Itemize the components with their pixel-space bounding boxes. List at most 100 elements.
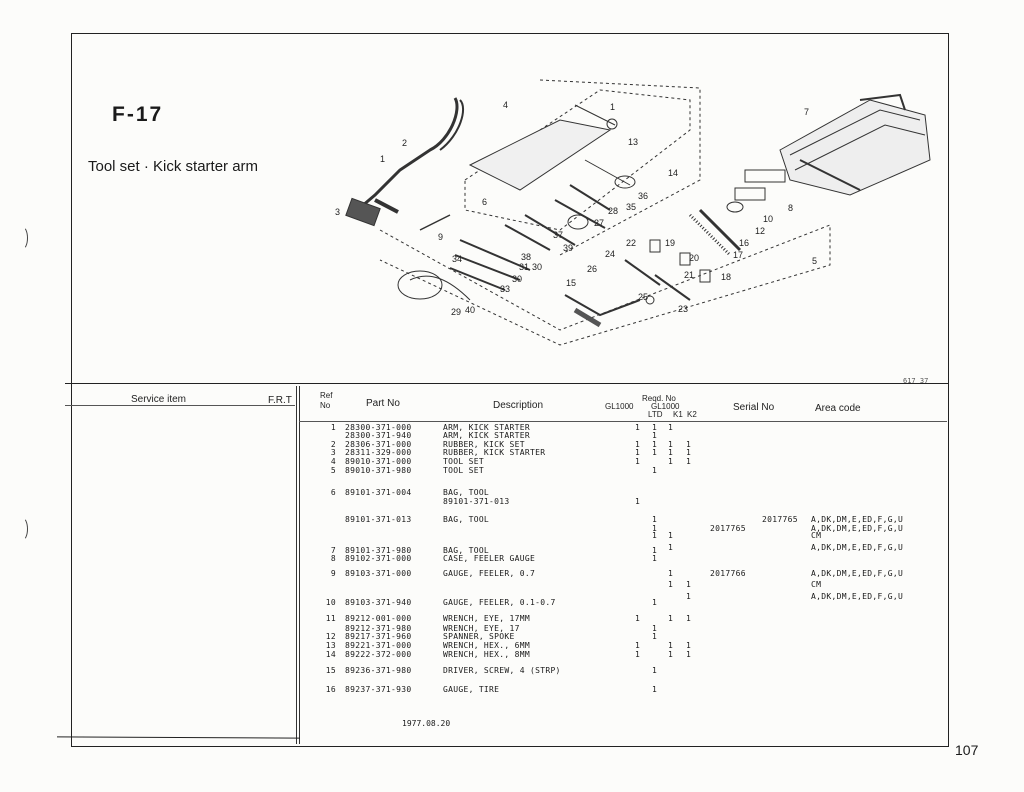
cell-q3: 1 (668, 531, 674, 540)
cell-q2: 1 (652, 524, 658, 533)
cell-part: 89010-371-000 (345, 457, 412, 466)
cell-q3: 1 (668, 650, 674, 659)
cell-ref: 15 (325, 666, 336, 675)
cell-q2: 1 (652, 554, 658, 563)
page-number: 107 (955, 742, 979, 758)
cell-q2: 1 (652, 440, 658, 449)
cell-q1: 1 (635, 457, 641, 466)
cell-q4: 1 (686, 650, 692, 659)
cell-part: 89010-371-980 (345, 466, 412, 475)
header-frt: F.R.T (268, 395, 292, 406)
cell-ref: 10 (325, 598, 336, 607)
cell-q3: 1 (668, 440, 674, 449)
cell-q3: 1 (668, 448, 674, 457)
cell-desc: 89101-371-013 (443, 497, 510, 506)
cell-q4: 1 (686, 457, 692, 466)
cell-q4: 1 (686, 592, 692, 601)
cell-part: 28311-329-000 (345, 448, 412, 457)
cell-q2: 1 (652, 598, 658, 607)
cell-q4: 1 (686, 580, 692, 589)
header-k1: K1 (673, 410, 683, 419)
cell-desc: WRENCH, HEX., 6MM (443, 641, 530, 650)
cell-part: 28300-371-940 (345, 431, 412, 440)
cell-desc: ARM, KICK STARTER (443, 431, 530, 440)
cell-q2: 1 (652, 546, 658, 555)
cell-desc: GAUGE, FEELER, 0.1-0.7 (443, 598, 556, 607)
header-gl1000: GL1000 (605, 402, 634, 411)
cell-ref: 7 (330, 546, 336, 555)
cell-ref: 11 (325, 614, 336, 623)
header-description: Description (493, 400, 544, 411)
cell-q2: 1 (652, 666, 658, 675)
cell-desc: WRENCH, EYE, 17 (443, 624, 520, 633)
table-top-rule (65, 383, 949, 384)
binder-hole (16, 517, 28, 541)
cell-area: CM (811, 531, 822, 540)
header-rule (299, 421, 947, 422)
cell-part: 28306-371-000 (345, 440, 412, 449)
cell-q2: 1 (652, 423, 658, 432)
issue-date: 1977.08.20 (402, 719, 451, 728)
header-k2: K2 (687, 410, 697, 419)
cell-ref: 1 (330, 423, 336, 432)
cell-q4: 1 (686, 440, 692, 449)
header-reqd-no: Reqd. No (642, 394, 676, 403)
cell-part: 28300-371-000 (345, 423, 412, 432)
cell-ref: 12 (325, 632, 336, 641)
cell-ref: 14 (325, 650, 336, 659)
cell-q3: 1 (668, 614, 674, 623)
cell-desc: BAG, TOOL (443, 515, 490, 524)
drawing-number: 617 37 (903, 377, 929, 385)
cell-part: 89221-371-000 (345, 641, 412, 650)
header-area-code: Area code (815, 403, 861, 414)
cell-q2: 1 (652, 431, 658, 440)
cell-area: A,DK,DM,E,ED,F,G,U (811, 569, 904, 578)
cell-ref: 6 (330, 488, 336, 497)
cell-q1: 1 (635, 614, 641, 623)
cell-q2: 1 (652, 632, 658, 641)
cell-part: 89222-372-000 (345, 650, 412, 659)
cell-desc: BAG, TOOL (443, 488, 490, 497)
cell-part: 89101-371-004 (345, 488, 412, 497)
header-ref-no: Ref No (320, 391, 333, 410)
cell-area: A,DK,DM,E,ED,F,G,U (811, 592, 904, 601)
cell-q4: 1 (686, 448, 692, 457)
cell-desc: CASE, FEELER GAUGE (443, 554, 536, 563)
cell-q1: 1 (635, 641, 641, 650)
cell-ref: 8 (330, 554, 336, 563)
cell-desc: TOOL SET (443, 457, 484, 466)
cell-area: A,DK,DM,E,ED,F,G,U (811, 524, 904, 533)
cell-q1: 1 (635, 440, 641, 449)
cell-ref: 2 (330, 440, 336, 449)
cell-q3: 1 (668, 543, 674, 552)
cell-desc: RUBBER, KICK STARTER (443, 448, 546, 457)
cell-q3: 1 (668, 423, 674, 432)
cell-part: 89212-371-980 (345, 624, 412, 633)
cell-desc: BAG, TOOL (443, 546, 490, 555)
page-frame (71, 33, 949, 747)
cell-part: 89212-001-000 (345, 614, 412, 623)
header-part-no: Part No (366, 398, 400, 409)
cell-serial: 2017766 (710, 569, 746, 578)
cell-q2: 1 (652, 624, 658, 633)
cell-part: 89101-371-013 (345, 515, 412, 524)
cell-q3: 1 (668, 569, 674, 578)
cell-q1: 1 (635, 423, 641, 432)
cell-q2: 1 (652, 531, 658, 540)
cell-q1: 1 (635, 448, 641, 457)
cell-part: 89101-371-980 (345, 546, 412, 555)
column-rule (299, 386, 300, 744)
cell-q2: 1 (652, 515, 658, 524)
cell-part: 89103-371-000 (345, 569, 412, 578)
binder-hole (16, 226, 28, 250)
cell-ref: 16 (325, 685, 336, 694)
cell-part: 89103-371-940 (345, 598, 412, 607)
cell-q3: 1 (668, 457, 674, 466)
column-rule (296, 386, 297, 744)
cell-q4: 1 (686, 614, 692, 623)
cell-part: 89237-371-930 (345, 685, 412, 694)
cell-q2: 1 (652, 448, 658, 457)
figure-title: Tool set · Kick starter arm (88, 158, 259, 175)
cell-ref: 3 (330, 448, 336, 457)
cell-ref: 9 (330, 569, 336, 578)
